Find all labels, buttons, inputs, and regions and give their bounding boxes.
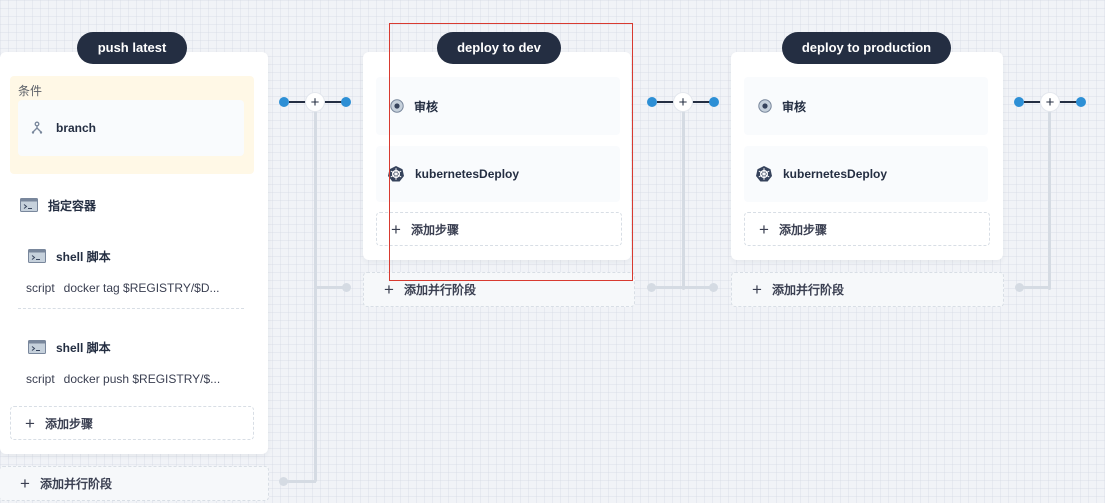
shell-step-title-1[interactable]: shell 脚本 xyxy=(28,247,111,265)
shell-step-label: shell 脚本 xyxy=(56,249,111,264)
connector-end-dot xyxy=(1015,283,1024,292)
connector-dot-left-1 xyxy=(279,97,289,107)
terminal-icon xyxy=(20,198,38,212)
add-parallel-stage-button[interactable]: + 添加并行阶段 xyxy=(731,272,1004,307)
connector-branch-1-bottom xyxy=(284,480,316,483)
add-step-label: 添加步骤 xyxy=(778,222,827,237)
plus-icon: + xyxy=(391,219,401,239)
terminal-icon xyxy=(28,340,46,354)
add-step-button[interactable]: + 添加步骤 xyxy=(10,406,254,440)
terminal-icon xyxy=(28,249,46,263)
plus-icon: + xyxy=(20,474,30,493)
stage-title-deploy-to-dev[interactable]: deploy to dev xyxy=(437,32,561,64)
connector-branch-3-left xyxy=(1020,286,1050,289)
script-row-2: script docker push $REGISTRY/$... xyxy=(26,372,252,386)
add-step-label: 添加步骤 xyxy=(410,222,459,237)
stage-title-deploy-to-production[interactable]: deploy to production xyxy=(782,32,951,64)
add-parallel-label: 添加并行阶段 xyxy=(403,283,476,297)
connector-branch-2-right xyxy=(684,286,714,289)
connector-dot-left-3 xyxy=(1014,97,1024,107)
condition-branch-item[interactable]: branch xyxy=(18,100,244,156)
plus-icon: + xyxy=(759,219,769,239)
kubernetes-icon xyxy=(387,165,405,183)
script-value: docker push $REGISTRY/$... xyxy=(63,372,221,386)
connector-dot-right-3 xyxy=(1076,97,1086,107)
add-step-button[interactable]: + 添加步骤 xyxy=(376,212,622,246)
connector-vertical-2 xyxy=(682,110,685,290)
script-row-1: script docker tag $REGISTRY/$D... xyxy=(26,281,252,295)
container-title-label: 指定容器 xyxy=(48,198,97,213)
shell-step-title-2[interactable]: shell 脚本 xyxy=(28,338,111,356)
shell-step-label: shell 脚本 xyxy=(56,340,111,355)
review-icon xyxy=(390,99,404,113)
review-step-label: 审核 xyxy=(414,99,439,114)
script-keyword: script xyxy=(26,281,55,295)
kubernetes-deploy-label: kubernetesDeploy xyxy=(783,167,888,181)
review-icon xyxy=(758,99,772,113)
add-parallel-label: 添加并行阶段 xyxy=(39,477,112,491)
add-stage-button-2[interactable]: + xyxy=(674,93,692,111)
condition-branch-label: branch xyxy=(56,121,97,135)
plus-icon: + xyxy=(25,413,35,433)
kubernetes-deploy-step[interactable]: kubernetesDeploy xyxy=(376,146,620,202)
kubernetes-deploy-step[interactable]: kubernetesDeploy xyxy=(744,146,988,202)
add-parallel-stage-button[interactable]: + 添加并行阶段 xyxy=(0,466,269,501)
connector-dot-right-1 xyxy=(341,97,351,107)
add-stage-button-3[interactable]: + xyxy=(1041,93,1059,111)
kubernetes-deploy-label: kubernetesDeploy xyxy=(415,167,520,181)
add-stage-button-1[interactable]: + xyxy=(306,93,324,111)
connector-end-dot xyxy=(647,283,656,292)
connector-dot-left-2 xyxy=(647,97,657,107)
connector-dot-right-2 xyxy=(709,97,719,107)
connector-end-dot xyxy=(342,283,351,292)
add-parallel-stage-button[interactable]: + 添加并行阶段 xyxy=(363,272,635,307)
connector-vertical-1 xyxy=(314,110,317,482)
add-parallel-label: 添加并行阶段 xyxy=(771,283,844,297)
connector-vertical-3 xyxy=(1048,110,1051,290)
condition-label: 条件 xyxy=(18,84,43,98)
add-step-button[interactable]: + 添加步骤 xyxy=(744,212,990,246)
script-keyword: script xyxy=(26,372,55,386)
step-separator xyxy=(18,308,244,309)
review-step-label: 审核 xyxy=(782,99,807,114)
container-title[interactable]: 指定容器 xyxy=(20,196,96,214)
review-step[interactable]: 审核 xyxy=(744,77,988,135)
stage-title-push-latest[interactable]: push latest xyxy=(77,32,187,64)
connector-end-dot xyxy=(279,477,288,486)
kubernetes-icon xyxy=(755,165,773,183)
plus-icon: + xyxy=(384,280,394,299)
script-value: docker tag $REGISTRY/$D... xyxy=(63,281,220,295)
connector-end-dot xyxy=(709,283,718,292)
connector-branch-2-left xyxy=(652,286,684,289)
plus-icon: + xyxy=(752,280,762,299)
review-step[interactable]: 审核 xyxy=(376,77,620,135)
add-step-label: 添加步骤 xyxy=(44,416,93,431)
connector-branch-1-mid xyxy=(316,286,348,289)
branch-icon xyxy=(30,121,44,135)
